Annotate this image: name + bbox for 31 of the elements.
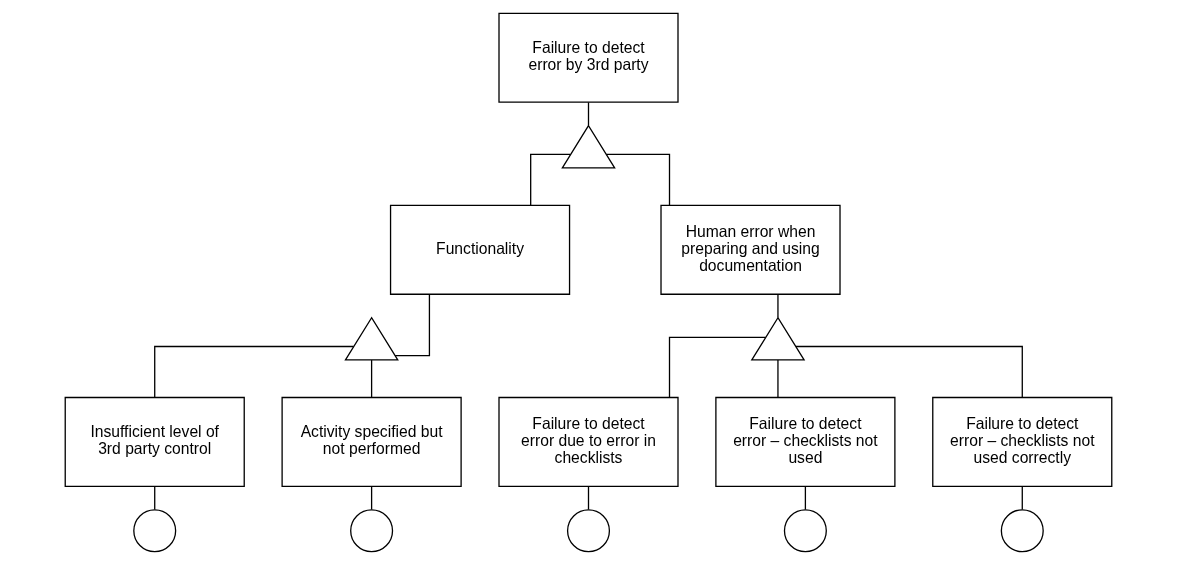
node-box: Failure to detect error – checklists not used (715, 396, 896, 487)
connector (530, 153, 571, 206)
connector (605, 153, 671, 206)
node-box: Insufficient level of 3rd party control (64, 396, 245, 487)
connector (777, 359, 779, 398)
node-box: Activity specified but not performed (281, 396, 462, 487)
node-circle (350, 509, 394, 553)
node-gate (750, 316, 806, 361)
connector (154, 345, 355, 398)
node-box: Failure to detect error due to error in checklists (498, 396, 679, 487)
node-box: Human error when preparing and using documentation (660, 204, 841, 295)
node-box: Failure to detect error by 3rd party (498, 12, 679, 103)
connector (587, 101, 590, 127)
node-circle (1000, 509, 1044, 553)
node-circle (783, 509, 827, 553)
node-box: Failure to detect error – checklists not used correctly (932, 396, 1113, 487)
connector (777, 293, 779, 319)
node-box: Functionality (389, 204, 571, 295)
connector (370, 486, 373, 511)
connector (370, 359, 373, 398)
node-circle (133, 509, 177, 553)
node-circle (566, 509, 611, 553)
node-gate (561, 124, 616, 169)
connector (795, 345, 1023, 398)
connector (394, 294, 431, 357)
connector (668, 336, 767, 398)
node-gate (344, 316, 399, 361)
connector (804, 486, 807, 511)
connector (1021, 486, 1023, 511)
connector (154, 486, 156, 511)
connector (587, 486, 590, 511)
